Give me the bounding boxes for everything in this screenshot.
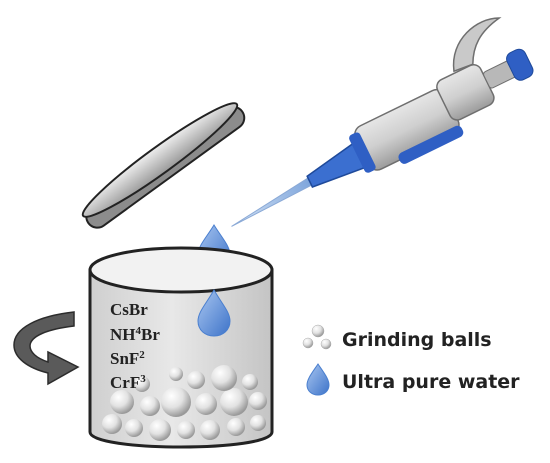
reagent-label-2: NH4Br <box>110 325 160 344</box>
jar-lid-icon <box>81 102 246 229</box>
grinding-balls-cluster <box>102 365 267 441</box>
rotation-arrow-icon <box>13 311 80 386</box>
legend: Grinding balls Ultra pure water <box>302 324 520 396</box>
water-drop-icon <box>306 363 330 396</box>
reagent-label-1: CsBr <box>110 300 148 319</box>
pipette-icon <box>231 17 534 227</box>
grinding-ball-icon <box>302 324 332 350</box>
legend-grinding-balls: Grinding balls <box>342 329 492 351</box>
legend-ultra-pure-water: Ultra pure water <box>342 371 520 393</box>
reagent-label-3: SnF2 <box>110 349 145 368</box>
water-drop-icon <box>197 288 231 337</box>
grinding-jar: CsBr NH4Br SnF2 CrF3 <box>88 246 274 449</box>
reagent-label-4: CrF3 <box>110 373 146 392</box>
